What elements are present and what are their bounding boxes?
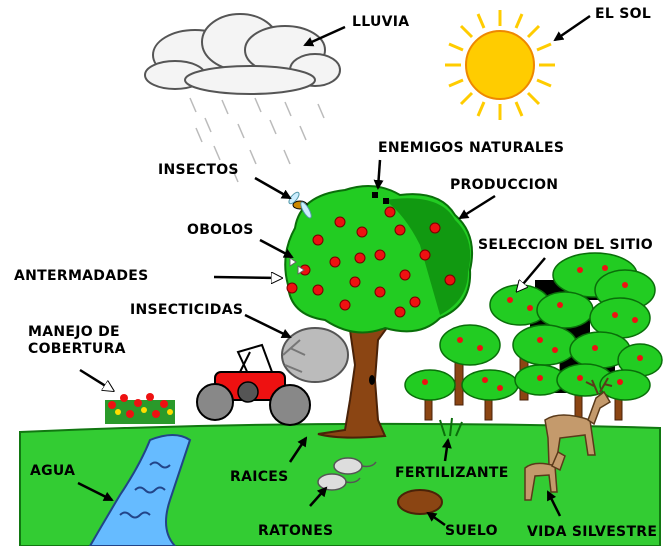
label-produccion: PRODUCCION [450,177,559,193]
grass-tuft [439,417,463,437]
label-insecticidas: INSECTICIDAS [130,302,244,318]
orchard [404,252,663,421]
label-enemigos: ENEMIGOS NATURALES [378,140,565,156]
water-stream [88,434,192,546]
main-tree [284,185,474,439]
label-sol: EL SOL [595,6,652,22]
label-manejo: MANEJO DE COBERTURA [28,324,126,357]
cover-crop [105,393,175,424]
soil-mound [397,489,443,515]
label-lluvia: LLUVIA [352,14,410,30]
label-seleccion: SELECCION DEL SITIO [478,237,654,253]
label-raices: RAICES [230,469,289,485]
cloud-icon [144,13,341,95]
rain-drops [189,97,325,183]
label-insectos: INSECTOS [158,162,239,178]
mice-icon [317,457,377,491]
label-ratones: RATONES [258,523,334,539]
label-agua: AGUA [30,463,76,479]
pointer-arrows [77,14,591,527]
deer-icon [524,377,613,501]
sun-icon [445,10,555,120]
label-obolos: OBOLOS [187,222,254,238]
label-antermadades: ANTERMADADES [14,268,149,284]
label-fertilizante: FERTILIZANTE [395,465,509,481]
tractor-sprayer [196,327,349,426]
label-suelo: SUELO [445,523,498,539]
label-vida: VIDA SILVESTRE [527,524,658,540]
